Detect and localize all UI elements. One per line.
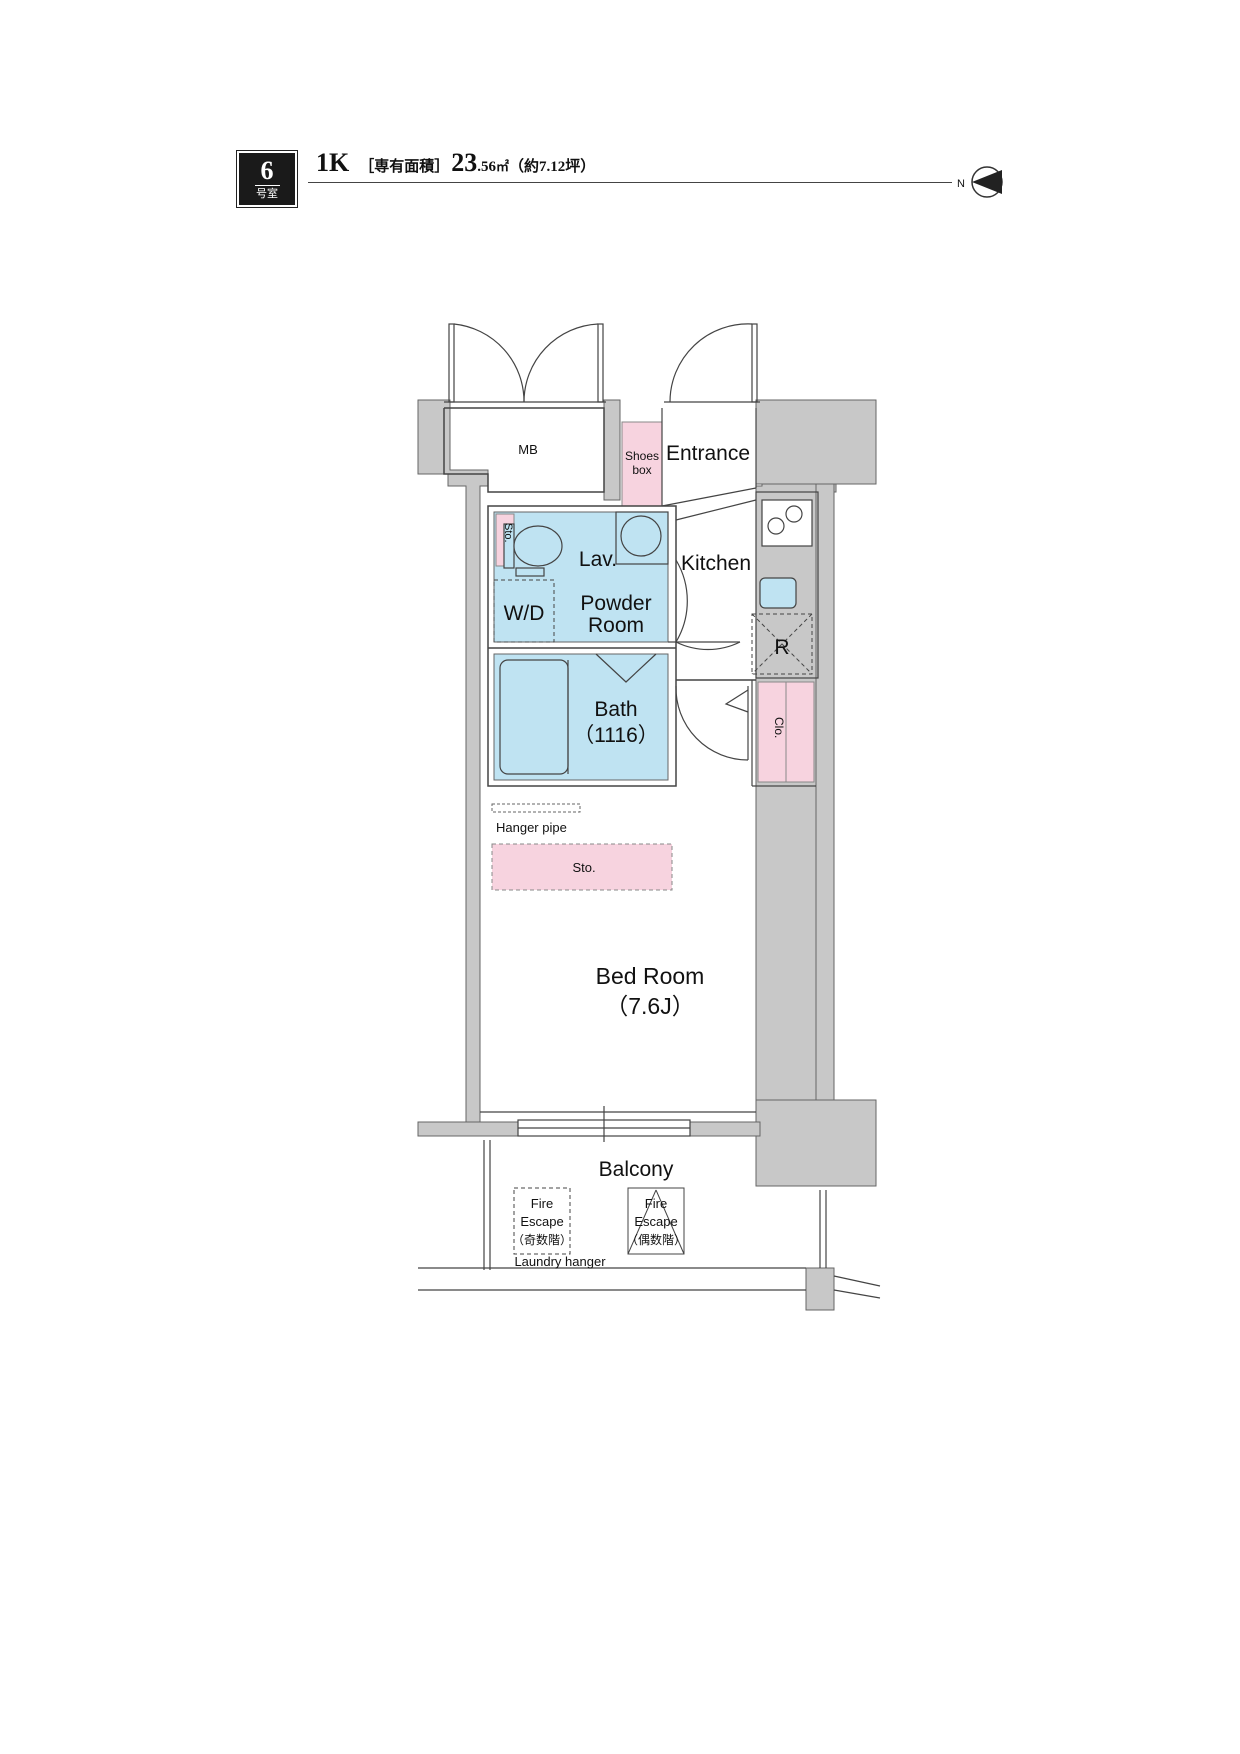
- bedroom-label-1: Bed Room: [596, 963, 705, 989]
- east-column-bottom: [755, 1099, 877, 1187]
- entrance-door: [664, 323, 760, 403]
- entrance-label: Entrance: [666, 442, 750, 465]
- area-integer: 23: [451, 148, 478, 177]
- balcony-window: [480, 1106, 756, 1142]
- fire-escape-odd: [513, 1187, 571, 1255]
- refrigerator-label: R: [774, 636, 789, 659]
- bath-label-2: （1116）: [573, 724, 659, 747]
- unit-header: 6 号室 1K ［専有面積］ 23 .56 ㎡ （約7.12坪）: [236, 148, 1006, 208]
- kitchen-counter: [755, 491, 819, 679]
- mb-doors: [444, 323, 606, 403]
- area-label: ［専有面積］: [359, 159, 450, 175]
- south-wall-left: [417, 1121, 519, 1137]
- stove-icon: [761, 499, 813, 547]
- east-column: [755, 399, 877, 485]
- washer-dryer-space: [493, 579, 555, 643]
- bedroom-label-2: （7.6J）: [605, 993, 694, 1019]
- hanger-pipe-label: Hanger pipe: [496, 820, 567, 835]
- toilet-icon: [503, 523, 563, 577]
- entrance-step: [661, 408, 757, 521]
- mb-room: [443, 407, 605, 493]
- fire-escape-odd-label-1: Fire: [531, 1196, 553, 1211]
- kitchen-sink-icon: [759, 577, 797, 609]
- balcony-label: Balcony: [599, 1158, 674, 1181]
- unit-number: 6: [254, 157, 280, 186]
- area-tsubo: （約7.12坪）: [509, 159, 596, 175]
- fire-escape-even-label-2: Escape: [634, 1214, 677, 1229]
- closet-door-swing: [675, 685, 749, 761]
- fire-escape-even-label-1: Fire: [645, 1196, 667, 1211]
- unit-number-badge: 6 号室: [236, 150, 298, 208]
- south-wall-right: [689, 1121, 761, 1137]
- shoes-box-label-2: box: [632, 463, 651, 477]
- laundry-hanger-label: Laundry hanger: [514, 1254, 606, 1269]
- fire-escape-odd-label-2: Escape: [520, 1214, 563, 1229]
- area-decimal: .56: [477, 159, 496, 175]
- shoes-box-label-1: Shoes: [625, 449, 659, 463]
- west-wall: [417, 399, 493, 1137]
- east-wall-strip: [815, 483, 835, 1105]
- balcony-column: [805, 1267, 835, 1311]
- storage-label: Sto.: [572, 860, 595, 875]
- sink-icon: [615, 511, 669, 565]
- powder-label-2: Room: [588, 614, 644, 637]
- fire-escape-even: [627, 1187, 685, 1255]
- storage: [491, 843, 673, 891]
- wet-area-outline: [487, 505, 756, 787]
- wd-label: W/D: [504, 602, 545, 625]
- unit-title: 1K ［専有面積］ 23 .56 ㎡ （約7.12坪）: [316, 148, 595, 188]
- refrigerator-space: [751, 613, 813, 675]
- bath-door-mark: [595, 653, 657, 683]
- layout-type: 1K: [316, 148, 350, 177]
- north-compass-icon: N: [957, 166, 1003, 198]
- inner-wall-mb: [603, 399, 621, 501]
- fire-escape-even-label-3: （偶数階）: [626, 1232, 686, 1247]
- powder-door-swing: [675, 559, 688, 643]
- area-unit: ㎡: [496, 159, 510, 174]
- mb-label: MB: [518, 442, 538, 457]
- powder-label-1: Powder: [580, 592, 651, 615]
- balcony-railing: [418, 1140, 881, 1299]
- compass-north-label: N: [957, 178, 965, 190]
- small-storage-label: Sto.: [502, 523, 514, 543]
- header-rule: [308, 182, 952, 183]
- kitchen-label: Kitchen: [681, 552, 751, 575]
- lav-label: Lav.: [579, 548, 617, 571]
- closet-label: Clo.: [772, 717, 786, 738]
- unit-number-suffix: 号室: [256, 188, 278, 200]
- shoes-box: [621, 421, 663, 507]
- bathtub-icon: [499, 659, 569, 775]
- walls: [417, 399, 877, 1311]
- hanger-pipe: [491, 803, 581, 813]
- bath-label-1: Bath: [594, 698, 637, 721]
- fire-escape-odd-label-3: （奇数階）: [512, 1232, 572, 1247]
